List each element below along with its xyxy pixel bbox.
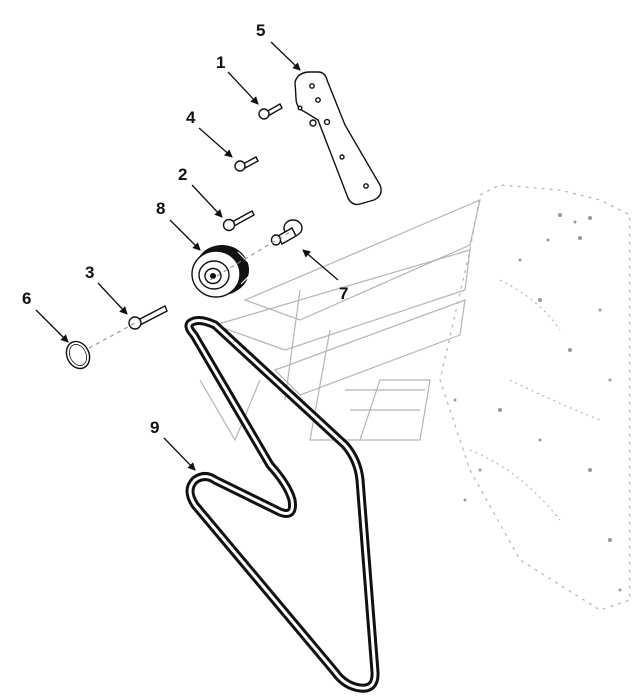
serpentine-belt-part-9	[184, 316, 380, 693]
bracket-part-5	[294, 71, 382, 206]
leader-arrow-9	[163, 437, 196, 471]
leader-arrow-3	[97, 282, 128, 315]
leader-arrow-5	[270, 41, 301, 71]
callout-8: 8	[156, 199, 165, 218]
callout-4: 4	[186, 108, 196, 127]
bolt-part-3	[128, 305, 168, 330]
washer-part-6	[65, 340, 91, 370]
assembly-axis-line	[81, 231, 291, 353]
leader-arrow-4	[198, 127, 233, 158]
leader-arrow-6	[35, 309, 69, 343]
bolt-part-2	[222, 210, 255, 232]
bolt-part-1	[258, 103, 283, 120]
engine-block-background	[439, 184, 631, 611]
callout-3: 3	[85, 263, 94, 282]
leader-arrow-7	[302, 249, 339, 281]
stud-part-7	[270, 219, 303, 246]
idler-pulley-part-8	[191, 245, 250, 298]
callout-1: 1	[216, 53, 225, 72]
callout-9: 9	[150, 418, 159, 437]
callout-7: 7	[339, 284, 348, 303]
leader-arrow-1	[227, 71, 259, 105]
bolt-part-4	[234, 156, 259, 172]
leader-arrow-2	[191, 184, 223, 218]
callout-2: 2	[178, 165, 187, 184]
callout-6: 6	[22, 289, 31, 308]
watermark-chevrons	[199, 198, 481, 442]
leader-arrow-8	[169, 219, 201, 251]
callout-5: 5	[256, 21, 265, 40]
